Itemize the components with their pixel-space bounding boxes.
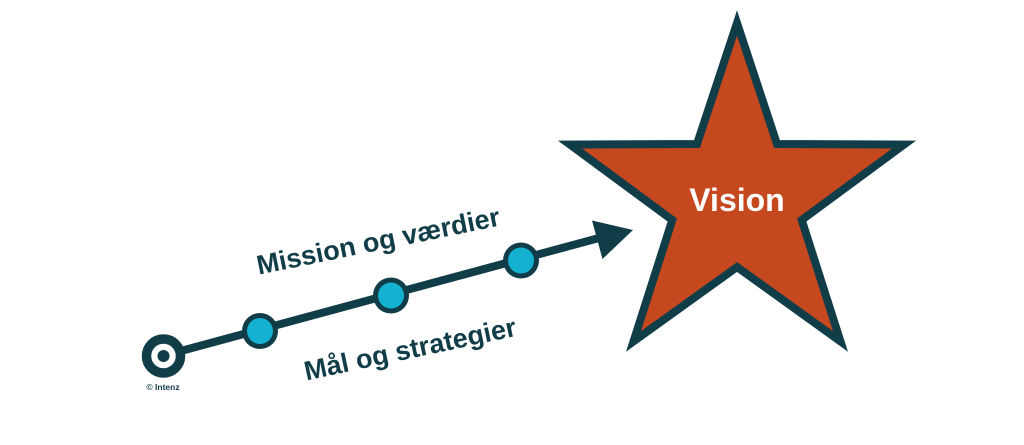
label-mission-og-vaerdier: Mission og værdier — [254, 202, 503, 281]
star-label-vision: Vision — [689, 182, 784, 218]
milestone-dot-inner — [247, 318, 273, 344]
vision-star-icon — [557, 10, 917, 352]
milestone-dot-2 — [373, 277, 409, 314]
label-maal-og-strategier: Mål og strategier — [301, 312, 519, 386]
milestone-dot-3 — [503, 242, 539, 279]
start-center-dot — [157, 350, 170, 362]
milestone-dot-inner — [508, 247, 534, 274]
start-target-icon — [141, 334, 186, 378]
milestone-dot-inner — [378, 282, 404, 309]
milestone-dot-1 — [242, 313, 278, 349]
credit-text: © Intenz — [146, 382, 179, 392]
arrowhead-icon — [592, 220, 633, 259]
